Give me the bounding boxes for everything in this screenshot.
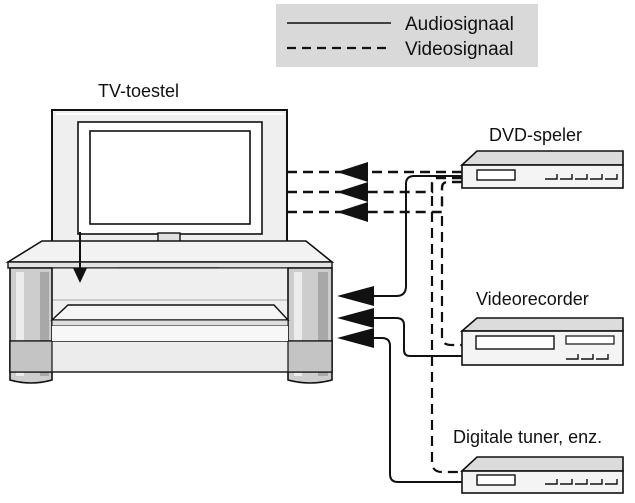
rack-lower-panel (9, 340, 333, 373)
arrow-video-3 (337, 202, 368, 222)
legend: Audiosignaal Videosignaal (276, 4, 538, 67)
arrow-audio-2 (337, 308, 374, 328)
audio-cable-tuner (372, 337, 462, 483)
vcr-cassette-slot (475, 335, 555, 350)
arrow-video-1 (337, 162, 368, 182)
dvd-disc-tray (476, 169, 516, 181)
vcr-label: Videorecorder (476, 289, 589, 309)
tv-set (51, 109, 288, 259)
arrowheads (73, 162, 374, 348)
arrow-audio-1 (337, 286, 374, 306)
tuner-label: Digitale tuner, enz. (453, 427, 602, 447)
arrow-audio-3 (337, 328, 374, 348)
video-cable-3 (365, 180, 462, 214)
audio-cable-vcr (372, 317, 462, 357)
dvd-label: DVD-speler (489, 125, 582, 145)
video-cable-2 (365, 176, 462, 194)
vcr (459, 317, 624, 366)
legend-video-label: Videosignaal (405, 39, 513, 60)
video-cable-tuner (430, 196, 462, 474)
audio-cable-dvd (372, 175, 462, 297)
arrow-tv-down (73, 268, 87, 283)
video-cable-vcr (440, 216, 462, 347)
tv-rack (5, 240, 335, 384)
legend-audio-label: Audiosignaal (405, 14, 514, 35)
dvd-player (459, 150, 624, 189)
digital-tuner (459, 456, 624, 494)
legend-box (276, 4, 538, 67)
arrow-video-2 (337, 182, 368, 202)
tv-screen (89, 130, 251, 225)
tv-label: TV-toestel (98, 81, 179, 101)
